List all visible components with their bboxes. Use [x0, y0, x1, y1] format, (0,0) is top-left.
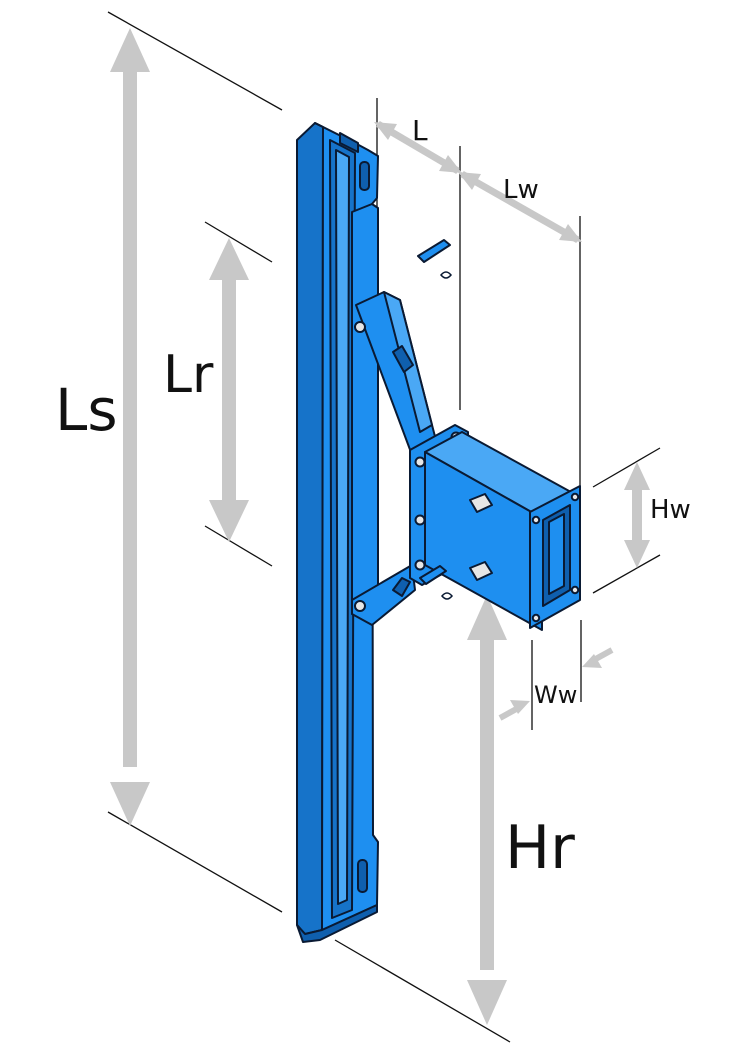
ls-dimension-arrow [110, 28, 150, 826]
rail-channel-inner [335, 149, 350, 905]
r-clip-lower [441, 592, 453, 600]
lower-gusset [351, 564, 416, 626]
rail-bottom-face [296, 904, 378, 943]
l-label: L [412, 114, 428, 147]
dimension-arrows [110, 28, 650, 1025]
lower-gusset-slot [392, 577, 411, 597]
lr-dimension-arrow [209, 238, 249, 542]
gusset-bolt [354, 600, 366, 612]
ls-label: Ls [55, 376, 118, 444]
lw-dimension-arrow [458, 170, 582, 244]
locking-pin-upper [417, 239, 451, 263]
carriage-body [351, 203, 379, 623]
hw-label: Hw [650, 495, 691, 525]
rail-top-notch [339, 132, 359, 153]
strut-slot [392, 345, 414, 373]
lr-label: Lr [163, 345, 214, 405]
locking-pin-lower [419, 565, 447, 585]
flange-bolts [531, 492, 580, 623]
lw-label: Lw [503, 175, 539, 205]
hr-label: Hr [505, 813, 575, 883]
flange-window-inner [548, 513, 565, 595]
hr-dimension-arrow [467, 595, 507, 1025]
rail-top-slot [359, 161, 370, 191]
r-clip-upper [440, 271, 452, 279]
ww-dimension-arrow [498, 647, 614, 721]
mounting-bracket-part [296, 122, 581, 943]
ww-label: Ww [534, 681, 577, 709]
arm-side-face [424, 451, 543, 631]
hw-dimension-arrow [624, 462, 650, 568]
arm-clips [469, 493, 493, 581]
strut-bolt [354, 321, 366, 333]
rail-bottom-slot [357, 859, 368, 893]
dimension-labels: Ls Lr L Lw Hw Ww Hr [55, 114, 691, 883]
rail-left-face [296, 122, 324, 935]
l-dimension-arrow [374, 120, 462, 175]
